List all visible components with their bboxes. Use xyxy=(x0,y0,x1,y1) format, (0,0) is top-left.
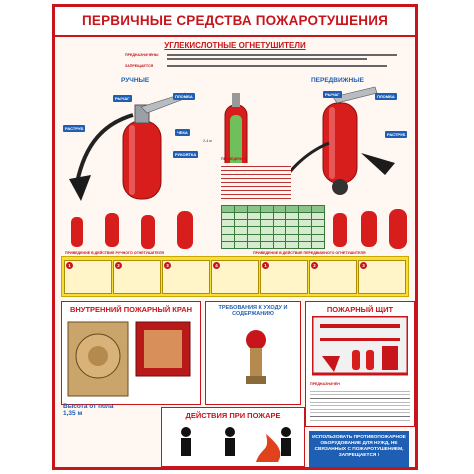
cutaway-interior xyxy=(230,115,242,175)
purpose-text-line xyxy=(167,54,397,56)
manual-cylinder xyxy=(122,120,162,200)
actions-illustration xyxy=(181,427,291,462)
label-check: ЧЕКА xyxy=(175,129,190,136)
hydrant-illustration xyxy=(67,321,191,397)
co2-section-title: УГЛЕКИСЛОТНЫЕ ОГНЕТУШИТЕЛИ xyxy=(164,41,306,50)
mobile-extinguisher-illustration xyxy=(275,86,395,195)
step-card: 2 xyxy=(113,260,161,294)
shield-notice: ИСПОЛЬЗОВАТЬ ПРОТИВОПОЖАРНОЕ ОБОРУДОВАНИ… xyxy=(309,431,409,467)
hydrant-panel-title: ВНУТРЕННИЙ ПОЖАРНЫЙ КРАН xyxy=(69,305,193,314)
label-handle: РУКОЯТКА xyxy=(173,151,199,158)
forbidden-label: ЗАПРЕЩАЕТСЯ xyxy=(125,64,154,68)
shield-panel: ПОЖАРНЫЙ ЩИТ ПРЕДНАЗНАЧЕН xyxy=(305,301,415,427)
fire-shield-illustration xyxy=(312,316,408,376)
valve-illustration xyxy=(246,330,266,384)
height-label: Высота от пола 1,35 м xyxy=(63,403,114,417)
step-card: 3 xyxy=(162,260,210,294)
care-panel: ТРЕБОВАНИЯ К УХОДУ И СОДЕРЖАНИЮ xyxy=(205,301,301,405)
attention-label: ПРИВЕДЕНИЕ xyxy=(221,157,247,161)
shield-panel-title: ПОЖАРНЫЙ ЩИТ xyxy=(326,305,394,314)
action-steps-strip: 1 2 3 4 1 2 3 xyxy=(61,256,409,297)
step-card: 3 xyxy=(358,260,406,294)
poster-frame: ПЕРВИЧНЫЕ СРЕДСТВА ПОЖАРОТУШЕНИЯ УГЛЕКИС… xyxy=(52,4,418,470)
cylinder-highlight xyxy=(129,125,135,195)
step-card: 4 xyxy=(211,260,259,294)
mobile-socket-horn xyxy=(361,153,395,175)
cutaway-dim: 2-4 м xyxy=(203,139,212,143)
purpose-text-line-2 xyxy=(167,58,367,60)
mobile-label-seal: ПЛОМБА xyxy=(375,93,397,100)
care-panel-title: ТРЕБОВАНИЯ К УХОДУ И СОДЕРЖАНИЮ xyxy=(218,305,288,317)
actions-panel: ДЕЙСТВИЯ ПРИ ПОЖАРЕ xyxy=(161,407,305,467)
actions-panel-title: ДЕЙСТВИЯ ПРИ ПОЖАРЕ xyxy=(185,411,281,420)
mobile-wheel xyxy=(332,179,348,195)
label-lever: РЫЧАГ xyxy=(113,95,132,102)
specs-table xyxy=(221,204,325,250)
socket-horn xyxy=(69,175,91,201)
mobile-caption: ПЕРЕДВИЖНЫЕ xyxy=(311,77,364,84)
hose xyxy=(75,113,134,184)
step-card: 2 xyxy=(309,260,357,294)
mobile-label-lever: РЫЧАГ xyxy=(323,91,342,98)
steps-mobile-title: ПРИВЕДЕНИЕ В ДЕЙСТВИЕ ПЕРЕДВИЖНОГО ОГНЕТ… xyxy=(253,251,366,255)
mobile-label-socket: РАСТРУБ xyxy=(385,131,408,138)
label-seal: ПЛОМБА xyxy=(173,93,195,100)
step-card: 1 xyxy=(64,260,112,294)
cutaway-extinguisher-illustration xyxy=(224,93,248,182)
step-card: 1 xyxy=(260,260,308,294)
steps-manual-title: ПРИВЕДЕНИЕ В ДЕЙСТВИЕ РУЧНОГО ОГНЕТУШИТЕ… xyxy=(65,251,164,255)
cutaway-valve xyxy=(232,93,240,107)
purpose-label: ПРЕДНАЗНАЧЕНЫ xyxy=(125,53,159,57)
mobile-models-row xyxy=(333,209,407,249)
shield-purpose-label: ПРЕДНАЗНАЧЕН xyxy=(310,382,340,386)
shield-text-block xyxy=(310,388,410,422)
hydrant-panel: ВНУТРЕННИЙ ПОЖАРНЫЙ КРАН xyxy=(61,301,201,405)
label-socket: РАСТРУБ xyxy=(63,125,86,132)
forbidden-text-line xyxy=(167,65,387,67)
header: ПЕРВИЧНЫЕ СРЕДСТВА ПОЖАРОТУШЕНИЯ xyxy=(55,7,415,37)
manual-models-row xyxy=(71,211,193,249)
manual-caption: РУЧНЫЕ xyxy=(121,77,150,84)
attention-text-block xyxy=(221,163,291,199)
mobile-highlight xyxy=(329,107,335,179)
page-title: ПЕРВИЧНЫЕ СРЕДСТВА ПОЖАРОТУШЕНИЯ xyxy=(81,13,389,28)
